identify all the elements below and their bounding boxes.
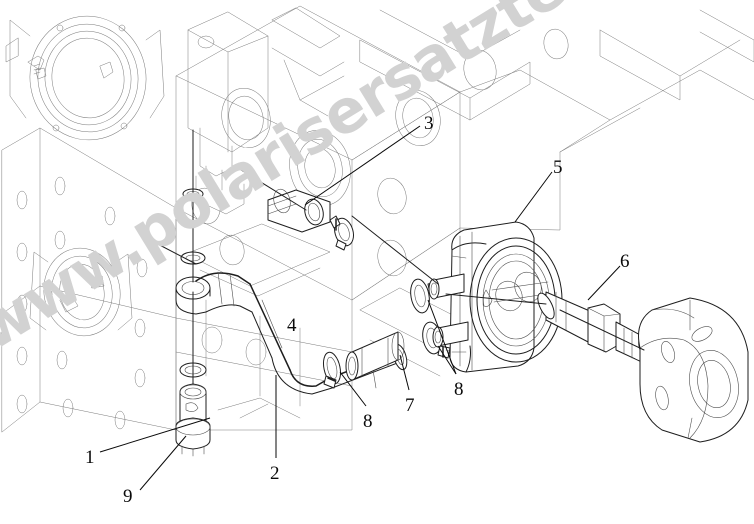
part-8-clamp-b: [322, 351, 342, 389]
callout-number-9: 9: [123, 486, 133, 507]
leader-7: [399, 354, 410, 391]
engine-block-group: [1, 5, 754, 433]
leader-9: [139, 435, 187, 491]
bellhousing: [5, 15, 165, 141]
leader-8a: [339, 371, 367, 407]
part-5-oil-cooler: [428, 221, 563, 373]
leader-5: [514, 171, 553, 223]
part-8-clamp-a: [329, 215, 354, 251]
part-7-hose-sleeve: [345, 331, 405, 381]
callout-leaders: [99, 125, 621, 491]
callout-number-8b: 8: [454, 379, 464, 400]
callout-number-6: 6: [620, 251, 630, 272]
leader-6: [587, 265, 621, 301]
crankcase-left-flange: [1, 127, 177, 433]
assembly-axis-lines: [149, 129, 645, 385]
callout-number-4: 4: [287, 315, 297, 336]
head-rails: [359, 9, 754, 121]
leader-1: [99, 417, 211, 453]
bearing-ring-lower: [29, 247, 133, 337]
thermostat-housing: [187, 7, 345, 215]
part-3-pipe-fitting: [267, 188, 331, 233]
callout-number-2: 2: [270, 463, 280, 484]
leader-8b-2: [437, 345, 457, 375]
callout-number-8a: 8: [363, 411, 373, 432]
oil-filter-canister: [638, 297, 749, 443]
callout-number-1: 1: [85, 447, 95, 468]
leader-3: [304, 125, 421, 206]
callout-number-5: 5: [553, 157, 563, 178]
part-6-filter-nipple: [537, 291, 654, 365]
callout-number-7: 7: [405, 395, 415, 416]
callout-number-3: 3: [424, 113, 434, 134]
leader-8b-1: [427, 299, 457, 375]
